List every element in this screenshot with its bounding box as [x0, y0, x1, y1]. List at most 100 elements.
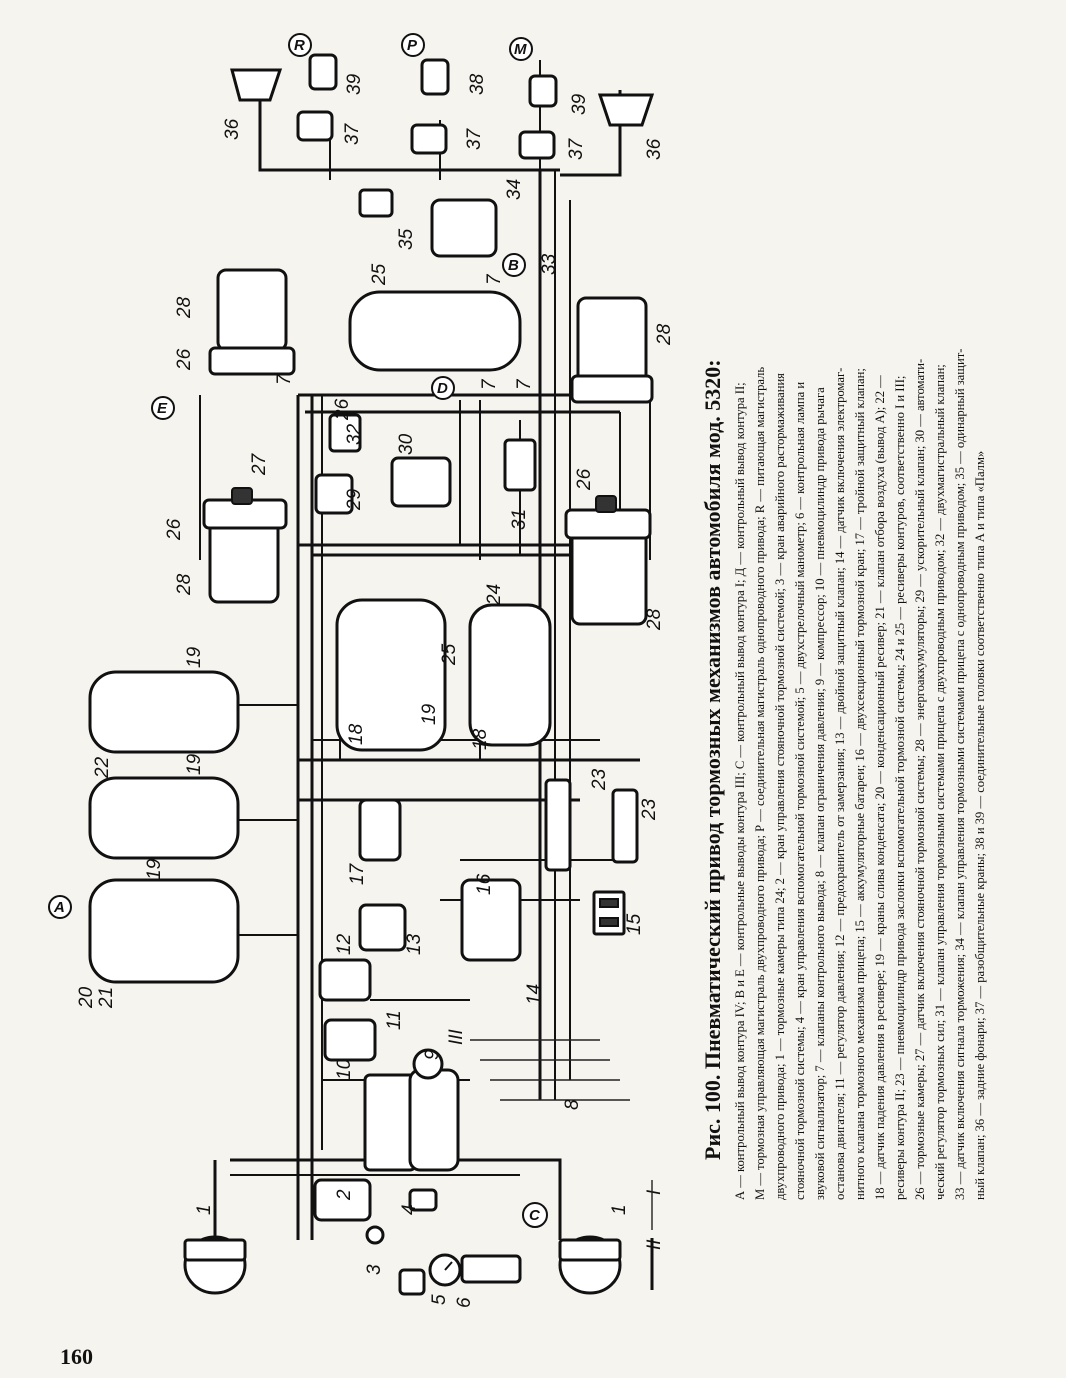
svg-text:39: 39	[344, 73, 365, 95]
svg-text:28: 28	[174, 296, 195, 319]
auxiliary-brake-cylinder-b	[611, 788, 639, 864]
svg-text:32: 32	[344, 423, 365, 445]
svg-text:B: B	[508, 257, 519, 274]
svg-text:34: 34	[504, 179, 525, 200]
svg-text:26: 26	[174, 348, 195, 371]
receiver-24	[468, 603, 552, 747]
caption-line: А — контрольный вывод контура IV; В и Е …	[733, 382, 747, 1200]
line-legend: I II III	[446, 1028, 665, 1290]
svg-text:III: III	[446, 1028, 467, 1045]
svg-text:19: 19	[184, 646, 205, 668]
receiver-22-top	[88, 670, 240, 754]
svg-text:26: 26	[164, 518, 185, 541]
caption-line: останова двигателя; 11 — регулятор давле…	[833, 368, 847, 1200]
spring-brake-chamber-top-left	[208, 268, 296, 376]
svg-text:18: 18	[470, 728, 491, 750]
triple-protection-valve	[358, 798, 402, 862]
svg-text:M: M	[514, 41, 527, 58]
svg-text:23: 23	[589, 768, 610, 791]
coupling-heads	[296, 53, 558, 160]
svg-text:28: 28	[644, 608, 665, 631]
receiver-25-middle	[335, 598, 447, 752]
caption-line: М — тормозная управляющая магистраль дву…	[753, 367, 767, 1200]
front-brake-chamber-left	[183, 1235, 247, 1295]
svg-text:1: 1	[609, 1204, 630, 1215]
svg-text:25: 25	[369, 263, 390, 286]
figure-caption: Рис. 100. Пневматический привод тормозны…	[700, 349, 987, 1200]
caption-line: 18 — датчик падения давления в ресивере;…	[873, 375, 887, 1200]
svg-text:19: 19	[144, 858, 165, 880]
double-protection-valve	[358, 903, 407, 952]
tail-lamp-left	[230, 68, 283, 102]
svg-text:20: 20	[76, 986, 97, 1009]
trailer-control-valve	[503, 438, 537, 492]
parking-brake-control-valve	[313, 1178, 385, 1245]
caption-line: ный клапан; 36 — задние фонари; 37 — раз…	[973, 451, 987, 1200]
compressor	[363, 1048, 460, 1172]
svg-text:30: 30	[396, 433, 417, 455]
svg-text:18: 18	[346, 723, 367, 745]
svg-text:27: 27	[249, 452, 270, 476]
dual-needle-manometer	[428, 1253, 462, 1287]
caption-line: нитного клапана тормозного механизма при…	[853, 368, 867, 1200]
spring-brake-chamber-bottom-left	[202, 487, 288, 604]
spring-brake-chamber-bottom-right	[564, 495, 652, 626]
svg-text:39: 39	[569, 93, 590, 115]
auxiliary-brake-cylinder-a	[544, 778, 572, 872]
double-check-valve	[328, 413, 362, 453]
caption-line: 26 — тормозные камеры; 27 — датчик включ…	[913, 359, 927, 1200]
svg-text:37: 37	[464, 127, 485, 150]
tail-lamp-right	[597, 93, 655, 127]
part-number-labels: 1 1 2 3 4 5 6 7 7 7 7 8 9 10 11 12 13 14…	[76, 73, 675, 1308]
single-line-trailer-valve	[430, 198, 498, 258]
svg-text:28: 28	[174, 573, 195, 596]
svg-text:C: C	[529, 1207, 541, 1224]
svg-text:14: 14	[524, 984, 545, 1005]
svg-text:36: 36	[644, 138, 665, 160]
svg-text:7: 7	[479, 378, 500, 390]
svg-text:8: 8	[562, 1099, 583, 1110]
svg-text:25: 25	[439, 643, 460, 666]
svg-text:E: E	[157, 400, 168, 417]
svg-text:4: 4	[399, 1204, 420, 1215]
svg-text:1: 1	[194, 1204, 215, 1215]
spring-brake-chamber-top-right	[570, 296, 654, 404]
svg-text:5: 5	[429, 1294, 450, 1305]
receiver-22-middle	[88, 776, 240, 860]
svg-text:37: 37	[342, 122, 363, 145]
svg-text:2: 2	[334, 1189, 355, 1201]
svg-text:22: 22	[92, 756, 113, 779]
warning-lamp-panel	[460, 1254, 522, 1284]
single-protection-valve	[358, 188, 394, 218]
svg-text:12: 12	[334, 933, 355, 955]
svg-text:33: 33	[539, 253, 560, 275]
svg-text:P: P	[407, 37, 418, 54]
svg-text:24: 24	[484, 584, 505, 606]
svg-text:29: 29	[344, 488, 365, 511]
svg-text:38: 38	[467, 73, 488, 95]
svg-text:17: 17	[347, 862, 368, 885]
svg-text:I: I	[644, 1189, 665, 1195]
svg-text:21: 21	[96, 987, 117, 1009]
svg-text:7: 7	[484, 273, 505, 285]
svg-text:A: A	[53, 899, 65, 916]
auxiliary-brake-valve	[408, 1188, 438, 1212]
figure-title: Рис. 100. Пневматический привод тормозны…	[700, 359, 725, 1160]
caption-line: ческий регулятор тормозных сил; 31 — кла…	[933, 364, 947, 1200]
svg-text:R: R	[294, 37, 305, 54]
emergency-release-valve	[398, 1268, 426, 1296]
caption-line: стояночной тормозной системы; 4 — кран у…	[793, 382, 807, 1200]
caption-line: двухпроводного привода; 1 — тормозные ка…	[773, 373, 787, 1200]
caption-line: звуковой сигнализатор; 7 — клапаны контр…	[813, 387, 827, 1200]
svg-text:D: D	[437, 380, 448, 397]
pressure-regulator	[323, 1018, 377, 1062]
svg-text:6: 6	[454, 1297, 475, 1308]
caption-line: 33 — датчик включения сигнала торможения…	[953, 349, 967, 1200]
svg-text:35: 35	[396, 228, 417, 250]
front-brake-chamber-right	[558, 1235, 622, 1295]
svg-text:28: 28	[654, 323, 675, 346]
svg-text:19: 19	[184, 753, 205, 775]
receiver-25-top	[348, 290, 522, 372]
